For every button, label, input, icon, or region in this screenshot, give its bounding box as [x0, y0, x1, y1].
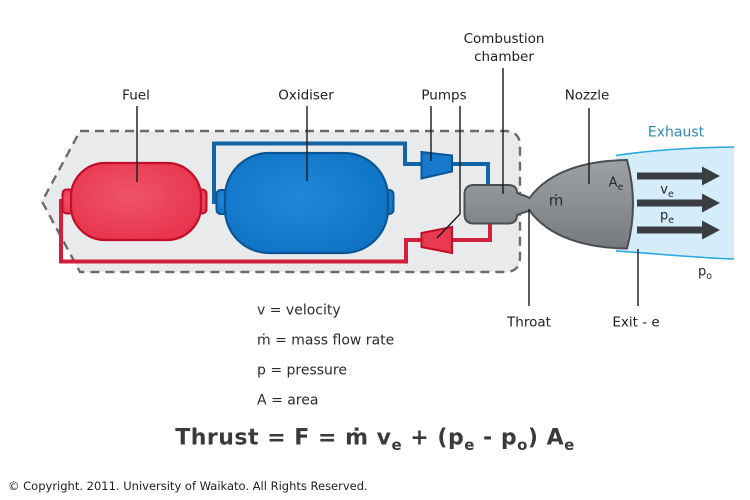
exhaust-arrow-bottom [637, 220, 720, 240]
legend-area: A = area [257, 392, 319, 409]
exhaust-label: Exhaust [647, 124, 705, 141]
legend-mass-flow-rate: ṁ = mass flow rate [257, 332, 395, 349]
ve-sub: e [667, 189, 674, 201]
nozzle-label: Nozzle [564, 87, 610, 104]
exhaust-arrow-middle [637, 193, 720, 213]
po-sub: o [706, 271, 712, 283]
equation-part: - p [474, 425, 518, 451]
fuel-pipe [59, 199, 492, 264]
exhaust-plume-bottom-edge [615, 250, 735, 260]
oxidiser-pump [420, 150, 453, 180]
legend-velocity: v = velocity [257, 302, 341, 319]
fuel-tank [69, 161, 203, 242]
exit-area-symbol: Ae [608, 175, 624, 194]
fuel-label: Fuel [122, 87, 150, 104]
po-base: p [698, 264, 707, 280]
pumps-pointer-line-red [436, 106, 461, 239]
ae-base: A [608, 175, 618, 191]
legend-pressure: p = pressure [257, 362, 347, 379]
fuel-pump [420, 225, 453, 255]
equation-sub: e [564, 435, 575, 454]
pe-sub: e [668, 215, 675, 227]
equation-part: + (p [402, 425, 465, 451]
exit-pressure-symbol: pe [659, 208, 675, 227]
exhaust-arrow-top [637, 166, 720, 186]
ambient-pressure-symbol: po [698, 264, 712, 283]
exhaust-plume-top-edge [615, 146, 735, 157]
equation-part: ) A [527, 425, 565, 451]
ve-base: v [660, 182, 668, 198]
combustion-chamber-and-nozzle [463, 158, 634, 250]
oxidiser-label: Oxidiser [278, 87, 334, 104]
exit-velocity-symbol: ve [660, 182, 674, 201]
equation-sub: o [517, 435, 528, 454]
mass-flow-symbol: ṁ [548, 191, 564, 210]
equation-sub: e [464, 435, 475, 454]
exit-label: Exit - e [612, 314, 660, 331]
equation-part: Thrust = F = ṁ v [175, 425, 392, 451]
thrust-equation: Thrust = F = ṁ ve + (pe - po) Ae [175, 425, 575, 454]
pumps-label: Pumps [421, 87, 467, 104]
combustion-chamber-label: Combustion chamber [463, 31, 545, 65]
pe-base: p [659, 208, 669, 224]
copyright-notice: © Copyright. 2011. University of Waikato… [8, 479, 368, 493]
throat-label: Throat [507, 314, 551, 331]
equation-sub: e [391, 435, 403, 454]
ae-sub: e [617, 182, 624, 194]
oxidiser-pipe [212, 141, 490, 204]
